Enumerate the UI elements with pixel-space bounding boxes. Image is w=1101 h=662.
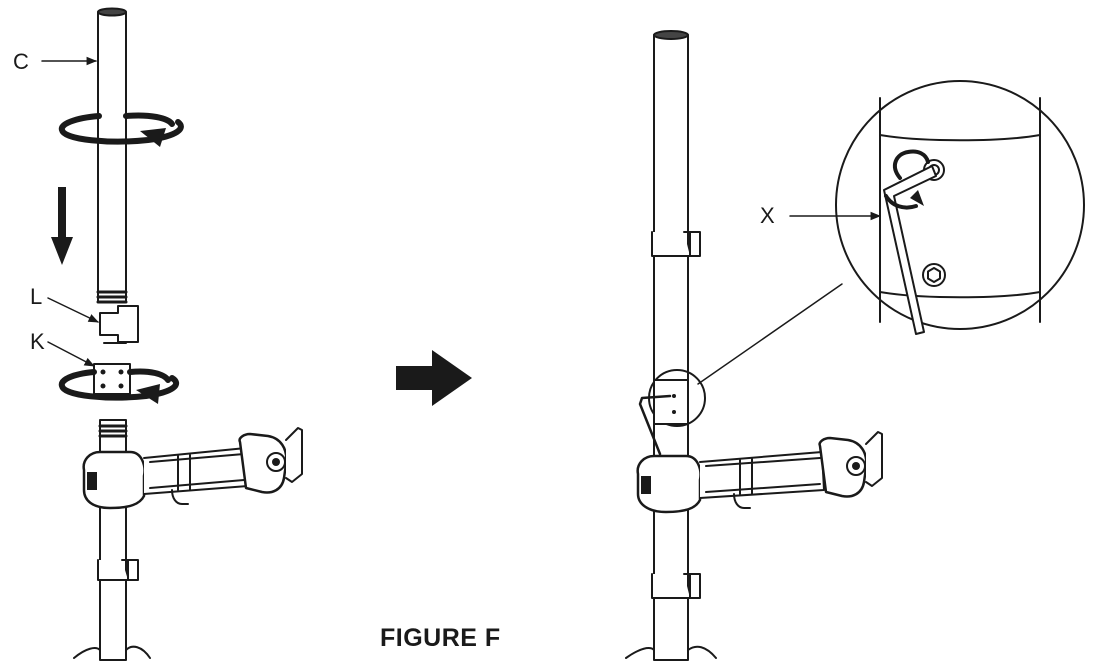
- part-l-clip: [99, 305, 139, 344]
- rotate-arrow-icon: [58, 368, 180, 404]
- rotate-arrow-icon: [58, 112, 184, 147]
- detail-magnifier: [835, 80, 1085, 335]
- label-x: X: [760, 203, 775, 228]
- down-arrow-icon: [51, 187, 73, 265]
- label-c: C: [13, 49, 29, 74]
- label-l: L: [30, 284, 43, 309]
- allen-key-icon: [883, 165, 937, 335]
- leader-l: [47, 297, 99, 323]
- figure-title: FIGURE F: [380, 624, 501, 652]
- part-k-collar: [93, 363, 131, 395]
- upper-pole-c: [96, 7, 128, 304]
- right-assembly: [625, 30, 1085, 661]
- leader-k: [47, 341, 95, 367]
- monitor-arm: [82, 427, 303, 510]
- next-step-arrow-icon: [396, 350, 472, 406]
- left-assembly: [41, 7, 303, 661]
- label-k: K: [30, 329, 45, 354]
